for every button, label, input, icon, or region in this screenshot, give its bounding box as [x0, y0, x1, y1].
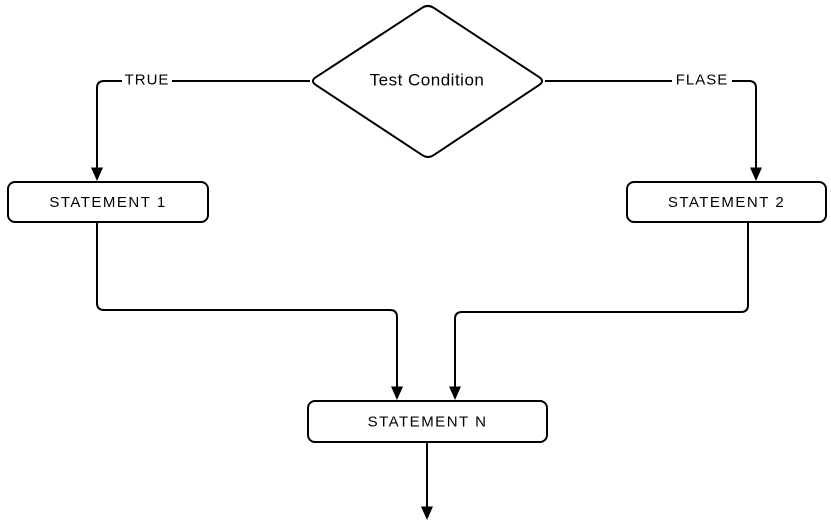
- true-branch-label-bg: [122, 71, 172, 89]
- false-branch-label-bg: [672, 71, 732, 89]
- statement2-label: STATEMENT 2: [668, 194, 785, 211]
- false-branch-line: [545, 80, 757, 168]
- statement1-label: STATEMENT 1: [49, 194, 166, 211]
- statement1-node: [7, 181, 209, 223]
- statement2-to-statementN-arrowhead: [449, 386, 461, 400]
- true-branch-label: TRUE: [125, 72, 170, 89]
- statement1-to-statementN-arrowhead: [391, 386, 403, 400]
- condition-diamond: [311, 4, 544, 159]
- statementN-node: [307, 400, 548, 443]
- statement2-node: [626, 181, 827, 223]
- condition-label: Test Condition: [370, 71, 485, 90]
- true-branch-line: [96, 80, 310, 168]
- true-branch-arrowhead: [91, 167, 103, 181]
- false-branch-arrowhead: [750, 167, 762, 181]
- exit-arrowhead: [421, 506, 433, 520]
- false-branch-label: FLASE: [676, 72, 729, 89]
- statementN-label: STATEMENT N: [368, 414, 488, 431]
- statement2-to-statementN-line: [454, 222, 749, 387]
- statement1-to-statementN-line: [96, 222, 398, 387]
